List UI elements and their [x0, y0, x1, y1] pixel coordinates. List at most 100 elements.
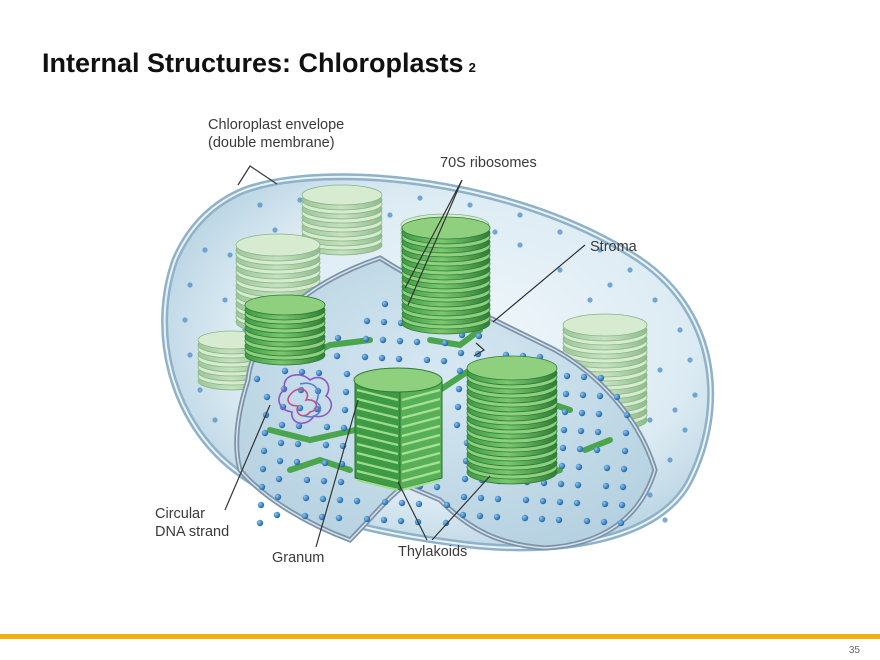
page-number: 35	[848, 645, 860, 656]
ribosome-dot	[613, 393, 621, 401]
ribosome-dot	[647, 492, 653, 498]
ribosome-dot	[677, 327, 683, 333]
ribosome-dot	[517, 242, 523, 248]
ribosome-dot	[557, 480, 565, 488]
label-dna-line1: Circular	[155, 506, 205, 522]
ribosome-dot	[423, 356, 431, 364]
ribosome-dot	[575, 463, 583, 471]
ribosome-dot	[563, 372, 571, 380]
ribosome-dot	[212, 417, 218, 423]
ribosome-dot	[315, 369, 323, 377]
ribosome-dot	[573, 499, 581, 507]
ribosome-dot	[379, 336, 387, 344]
ribosome-dot	[260, 447, 268, 455]
ribosome-dot	[561, 408, 569, 416]
ribosome-dot	[398, 499, 406, 507]
ribosome-dot	[320, 477, 328, 485]
ribosome-dot	[415, 500, 423, 508]
ribosome-dot	[596, 392, 604, 400]
ribosome-dot	[579, 391, 587, 399]
ribosome-dot	[335, 514, 343, 522]
ribosome-dot	[687, 357, 693, 363]
label-envelope-line1: Chloroplast envelope	[208, 117, 344, 133]
ribosome-dot	[277, 439, 285, 447]
stroma-dots-background	[182, 192, 698, 538]
ribosome-dot	[578, 409, 586, 417]
ribosome-dot	[601, 500, 609, 508]
ribosome-dot	[274, 493, 282, 501]
ribosome-dot	[540, 479, 548, 487]
ribosome-dot	[187, 352, 193, 358]
ribosome-dot	[222, 297, 228, 303]
ribosome-dot	[257, 202, 263, 208]
ribosome-dot	[182, 317, 188, 323]
ribosome-dot	[279, 403, 287, 411]
ribosome-dot	[457, 349, 465, 357]
ribosome-dot	[602, 482, 610, 490]
ribosome-dot	[396, 337, 404, 345]
ribosome-dot	[459, 511, 467, 519]
ribosome-dot	[336, 496, 344, 504]
ribosome-dot	[387, 212, 393, 218]
ribosome-dot	[692, 392, 698, 398]
ribosome-dot	[340, 424, 348, 432]
ribosome-dot	[583, 517, 591, 525]
ribosome-dot	[557, 267, 563, 273]
slide-title-text: Internal Structures: Chloroplasts	[42, 48, 464, 78]
ribosome-dot	[587, 297, 593, 303]
front-grana	[244, 216, 558, 492]
ribosome-dot	[597, 247, 603, 253]
ribosome-dot	[202, 247, 208, 253]
ribosome-dot	[257, 501, 265, 509]
ribosome-dot	[433, 483, 441, 491]
ribosome-dot	[443, 501, 451, 509]
ribosome-dot	[361, 353, 369, 361]
ribosome-dot	[627, 267, 633, 273]
ribosome-dot	[556, 498, 564, 506]
ribosome-dot	[492, 229, 498, 235]
ribosome-dot	[595, 410, 603, 418]
ribosome-dot	[538, 515, 546, 523]
ribosome-dot	[476, 512, 484, 520]
ribosome-dot	[522, 496, 530, 504]
ribosome-dot	[295, 422, 303, 430]
ribosome-dot	[256, 519, 264, 527]
ribosome-dot	[298, 368, 306, 376]
ribosome-dot	[475, 332, 483, 340]
ribosome-dot	[397, 517, 405, 525]
ribosome-dot	[617, 519, 625, 527]
ribosome-dot	[259, 465, 267, 473]
ribosome-dot	[667, 457, 673, 463]
ribosome-dot	[272, 227, 278, 233]
ribosome-dot	[557, 229, 563, 235]
label-ribosomes: 70S ribosomes	[440, 155, 537, 171]
granum-upper	[401, 216, 491, 335]
ribosome-dot	[494, 495, 502, 503]
ribosome-dot	[261, 429, 269, 437]
ribosome-dot	[263, 393, 271, 401]
ribosome-dot	[302, 494, 310, 502]
label-thylakoids: Thylakoids	[398, 544, 467, 560]
ribosome-dot	[303, 476, 311, 484]
slide-title: Internal Structures: Chloroplasts 2	[42, 48, 476, 79]
ribosome-dot	[333, 352, 341, 360]
ribosome-dot	[517, 212, 523, 218]
slide-title-superscript: 2	[468, 60, 476, 75]
ribosome-dot	[378, 354, 386, 362]
ribosome-dot	[253, 375, 261, 383]
ribosome-dot	[278, 421, 286, 429]
ribosome-dot	[562, 390, 570, 398]
ribosome-dot	[413, 338, 421, 346]
ribosome-dot	[521, 514, 529, 522]
ribosome-dot	[652, 297, 658, 303]
ribosome-dot	[380, 318, 388, 326]
ribosome-dot	[381, 300, 389, 308]
ribosome-dot	[467, 202, 473, 208]
ribosome-dot	[323, 423, 331, 431]
ribosome-dot	[576, 445, 584, 453]
ribosome-dot	[558, 462, 566, 470]
ribosome-dot	[362, 335, 370, 343]
ribosome-dot	[600, 518, 608, 526]
ribosome-dot	[559, 444, 567, 452]
ribosome-dot	[276, 457, 284, 465]
